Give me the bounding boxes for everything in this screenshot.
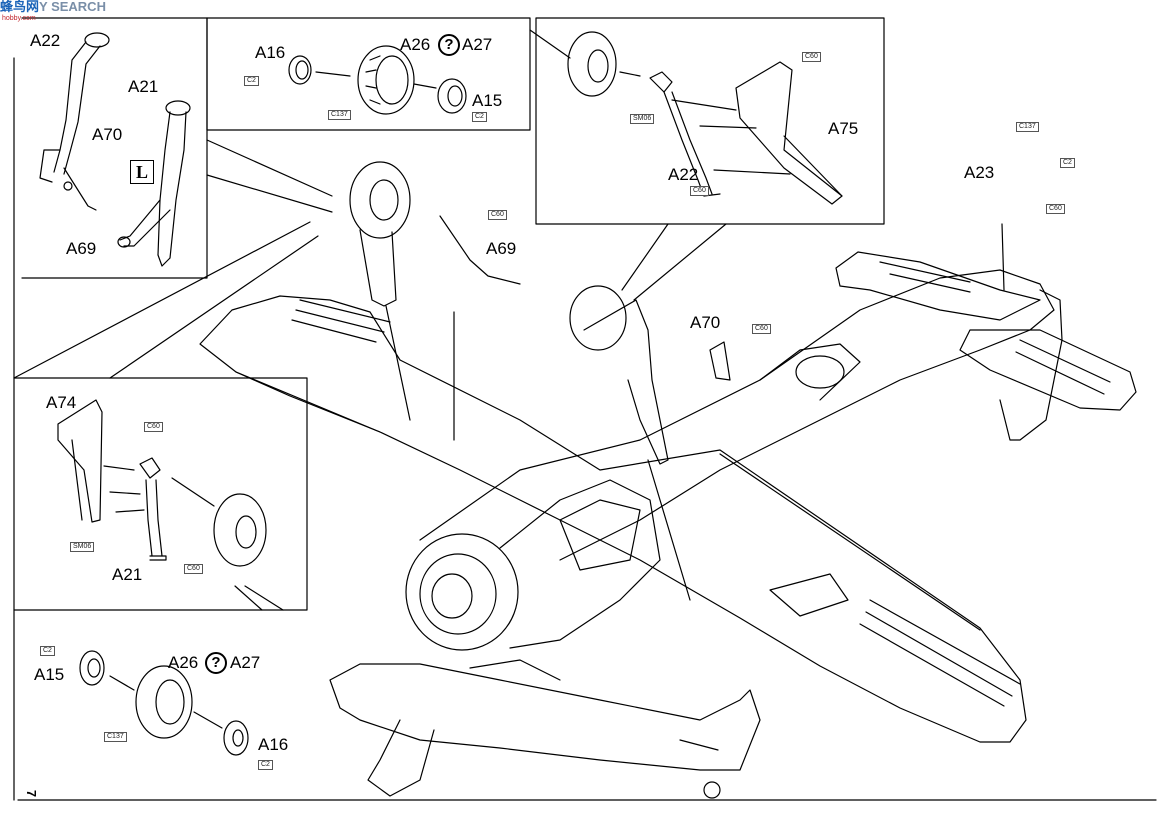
ref-c2-e: C2 bbox=[258, 760, 273, 770]
label-a69-top: A69 bbox=[66, 239, 97, 258]
ref-c2-b: C2 bbox=[472, 112, 487, 122]
ref-c60-a: C60 bbox=[802, 52, 821, 62]
question-mark-low: ? bbox=[205, 652, 227, 674]
label-a75: A75 bbox=[828, 119, 859, 138]
inset-main-gear-assembly bbox=[567, 31, 843, 205]
watermark-part1: 蜂鸟网 bbox=[0, 0, 40, 14]
ref-sm06-a: SM06 bbox=[630, 114, 655, 124]
label-a27-top: A27 bbox=[462, 35, 493, 54]
ref-c60-c: C60 bbox=[1046, 204, 1065, 214]
aircraft-main-view bbox=[199, 161, 1137, 743]
label-a15-low: A15 bbox=[34, 665, 65, 684]
label-a26-top: A26 bbox=[400, 35, 431, 54]
label-a21-top: A21 bbox=[128, 77, 159, 96]
ref-c60-g: C60 bbox=[184, 564, 203, 574]
inset-gear-legs bbox=[39, 32, 191, 267]
label-a22-mid: A22 bbox=[668, 165, 699, 184]
ref-c60-f: C60 bbox=[144, 422, 163, 432]
ref-c60-d: C60 bbox=[488, 210, 507, 220]
label-a69-mid: A69 bbox=[486, 239, 517, 258]
ref-c2-a: C2 bbox=[244, 76, 259, 86]
label-a70-mid: A70 bbox=[690, 313, 721, 332]
ref-c137-a: C137 bbox=[328, 110, 351, 120]
ref-c60-e: C60 bbox=[752, 324, 771, 334]
panel-frames bbox=[13, 17, 1157, 801]
page-number: 7 bbox=[24, 789, 40, 798]
label-a70-top: A70 bbox=[92, 125, 123, 144]
ref-sm06-b: SM06 bbox=[70, 542, 95, 552]
label-a23: A23 bbox=[964, 163, 995, 182]
question-mark-top: ? bbox=[438, 34, 460, 56]
inset-wheel-parts-top bbox=[288, 45, 467, 115]
label-a26-low: A26 bbox=[168, 653, 199, 672]
watermark-sub: hobby.com bbox=[2, 15, 36, 22]
watermark-part2: Y SEARCH bbox=[39, 0, 106, 14]
label-a16-top: A16 bbox=[255, 43, 286, 62]
watermark: 蜂鸟网Y SEARCH bbox=[0, 0, 106, 14]
ref-c137-b: C137 bbox=[1016, 122, 1039, 132]
label-a22-top: A22 bbox=[30, 31, 61, 50]
label-a21-low: A21 bbox=[112, 565, 143, 584]
label-a74: A74 bbox=[46, 393, 77, 412]
l-box: L bbox=[130, 160, 154, 184]
ref-c2-d: C2 bbox=[40, 646, 55, 656]
inset-strut-wheel bbox=[57, 399, 267, 567]
ref-c60-b: C60 bbox=[690, 186, 709, 196]
inset-wheel-parts-bottom bbox=[79, 650, 249, 756]
label-a16-low: A16 bbox=[258, 735, 289, 754]
label-a27-low: A27 bbox=[230, 653, 261, 672]
aircraft-side-profile bbox=[329, 659, 761, 799]
ref-c2-c: C2 bbox=[1060, 158, 1075, 168]
label-a15-top: A15 bbox=[472, 91, 503, 110]
ref-c137-c: C137 bbox=[104, 732, 127, 742]
